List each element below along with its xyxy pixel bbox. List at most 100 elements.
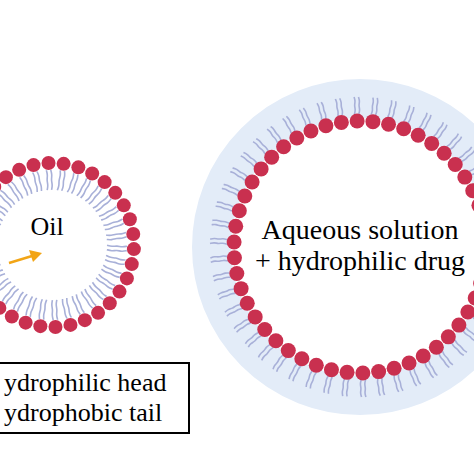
hydrophobic-tail (234, 319, 248, 328)
hydrophobic-tail (414, 369, 421, 385)
hydrophilic-head (465, 183, 474, 198)
hydrophobic-tail (103, 219, 122, 225)
hydrophilic-head (441, 329, 456, 344)
hydrophilic-head (19, 316, 33, 330)
hydrophilic-head (318, 118, 333, 133)
hydrophobic-tail (217, 202, 233, 207)
hydrophilic-head (125, 257, 139, 271)
micelle-label: Oil (30, 212, 63, 241)
hydrophilic-head (117, 198, 131, 212)
hydrophobic-tail (52, 300, 53, 320)
hydrophilic-head (264, 150, 279, 165)
hydrophobic-tail (57, 170, 60, 190)
hydrophilic-head (120, 271, 134, 285)
hydrophilic-head (448, 157, 463, 172)
hydrophobic-tail (371, 98, 373, 115)
hydrophilic-head (248, 309, 263, 324)
hydrophobic-tail (310, 373, 316, 389)
micelle-outline (0, 155, 142, 335)
hydrophilic-head (355, 365, 370, 380)
legend-text: ydrophobic tail (4, 398, 166, 428)
hydrophilic-head (268, 333, 283, 348)
hydrophobic-tail (67, 173, 73, 192)
hydrophobic-tail (328, 377, 332, 394)
hydrophobic-tail (258, 345, 269, 358)
hydrophilic-head (33, 319, 47, 333)
hydrophilic-head (468, 291, 474, 306)
hydrophobic-tail (106, 232, 126, 235)
hydrophobic-tail (211, 260, 228, 262)
hydrophobic-tail (340, 98, 343, 115)
hydrophobic-tail (77, 178, 87, 195)
hydrophobic-tail (17, 294, 27, 311)
hydrophobic-tail (425, 363, 434, 378)
hydrophobic-tail (0, 265, 1, 271)
hydrophilic-head (324, 362, 339, 377)
micelle: Oil (0, 155, 142, 335)
hydrophobic-tail (6, 289, 19, 304)
hydrophobic-tail (253, 142, 265, 154)
hydrophobic-tail (210, 238, 227, 239)
liposome-label: Aqueous solution + hydrophilic drug (253, 214, 467, 276)
hydrophobic-tail (96, 278, 112, 289)
hydrophobic-tail (262, 348, 273, 361)
hydrophilic-head (103, 296, 117, 310)
hydrophobic-tail (210, 243, 227, 244)
hydrophilic-head (63, 318, 77, 332)
hydrophobic-tail (107, 250, 127, 252)
hydrophilic-head (416, 349, 431, 364)
hydrophilic-head (471, 198, 474, 213)
hydrophobic-tail (62, 171, 65, 191)
hydrophobic-tail (33, 172, 38, 191)
hydrophilic-head (12, 163, 26, 177)
hydrophobic-tail (67, 298, 72, 317)
hydrophobic-tail (218, 289, 234, 295)
hydrophilic-head (437, 146, 452, 161)
hydrophobic-tail (89, 189, 102, 204)
hydrophobic-tail (360, 380, 361, 397)
hydrophilic-head (451, 318, 466, 333)
hydrophilic-head (294, 351, 309, 366)
hydrophobic-tail (51, 170, 52, 190)
hydrophobic-tail (2, 286, 15, 301)
hydrophobic-tail (423, 115, 431, 130)
hydrophobic-tail (342, 379, 344, 396)
drug-arrow-head (29, 250, 42, 262)
hydrophobic-tail (303, 108, 310, 124)
hydrophilic-head (5, 309, 19, 323)
hydrophilic-head (276, 139, 291, 154)
hydrophobic-tail (0, 274, 5, 284)
hydrophobic-tail (96, 199, 111, 212)
bilayer-band (212, 99, 474, 396)
hydrophobic-tail (219, 293, 235, 299)
hydrophobic-tail (24, 176, 32, 194)
hydrophilic-head (457, 170, 472, 185)
hydrophilic-head (340, 365, 355, 380)
hydrophobic-tail (8, 184, 19, 201)
hydrophobic-tail (46, 170, 47, 190)
hydrophilic-head (402, 356, 417, 371)
hydrophilic-head (0, 170, 13, 184)
hydrophobic-tail (56, 300, 57, 320)
hydrophilic-head (229, 266, 244, 281)
hydrophobic-tail (394, 376, 399, 392)
hydrophilic-head (309, 358, 324, 373)
hydrophilic-head (57, 157, 71, 171)
hydrophilic-head (350, 114, 365, 129)
hydrophobic-tail (335, 99, 338, 116)
hydrophilic-head (240, 296, 255, 311)
hydrophobic-tail (243, 153, 256, 164)
hydrophilic-head (91, 306, 105, 320)
hydrophobic-tail (105, 260, 124, 265)
legend-box: ydrophilic headydrophobic tail (0, 362, 190, 434)
hydrophobic-tail (462, 150, 474, 161)
hydrophobic-tail (382, 378, 385, 395)
hydrophilic-head (126, 227, 140, 241)
hydrophobic-tail (72, 296, 80, 314)
hydrophobic-tail (224, 185, 240, 192)
hydrophilic-head (245, 174, 260, 189)
hydrophilic-head (460, 305, 474, 320)
hydrophobic-tail (392, 101, 396, 118)
hydrophobic-tail (93, 282, 107, 296)
hydrophilic-head (281, 343, 296, 358)
